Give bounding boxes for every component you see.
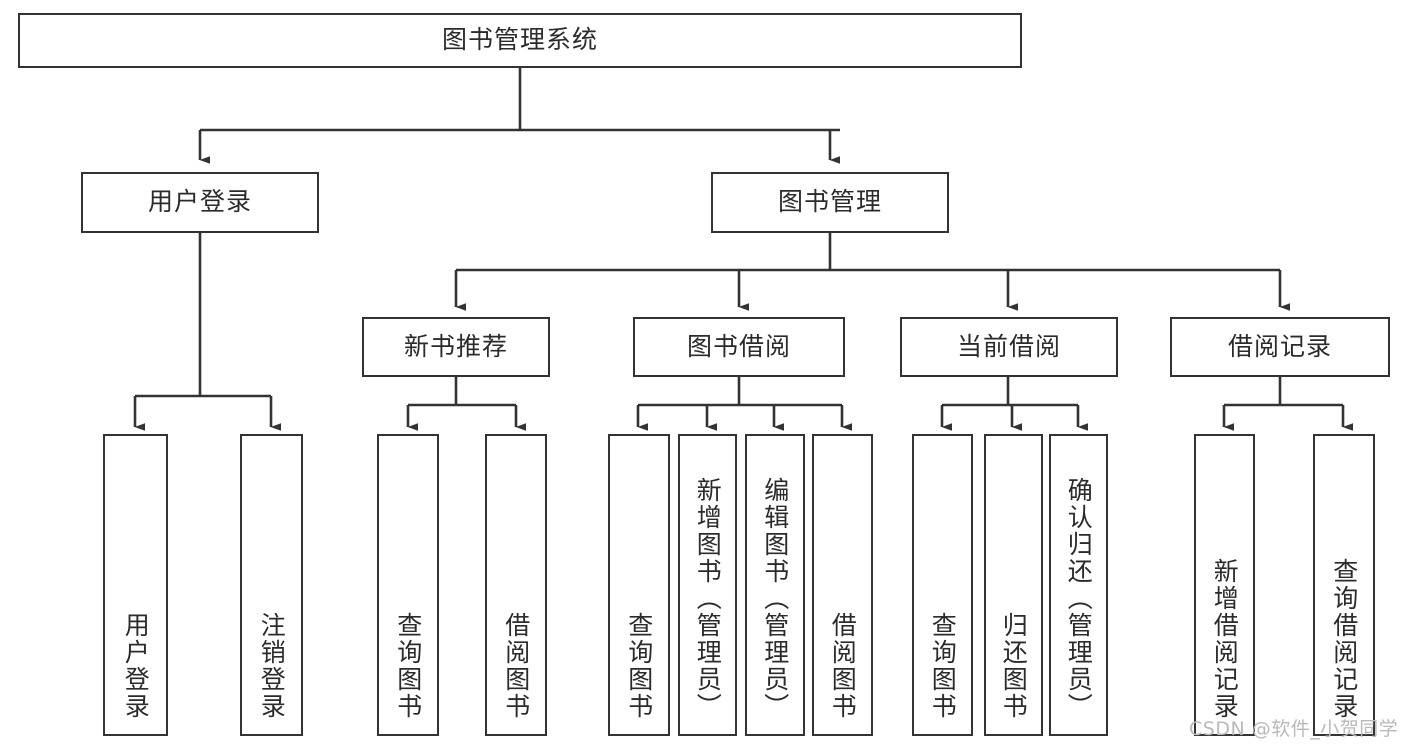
node-label: 图书管理系统 (441, 25, 598, 55)
node-current-borrow[interactable]: 当前借阅 (900, 317, 1118, 377)
node-label: 用户登录 (147, 187, 252, 217)
leaf-logout[interactable]: 注销登录 (240, 434, 303, 736)
node-label: 查询借阅记录 (1329, 558, 1359, 720)
node-label: 归还图书 (999, 612, 1029, 720)
node-label: 借阅图书 (501, 612, 531, 720)
leaf-edit-book-admin[interactable]: 编辑图书（管理员） (745, 434, 805, 736)
node-user-login[interactable]: 用户登录 (81, 172, 319, 233)
csdn-watermark: CSDN @软件_小贺同学 (1189, 718, 1399, 740)
node-label: 注销登录 (257, 612, 287, 720)
node-label: 借阅记录 (1227, 331, 1332, 361)
node-borrow-record[interactable]: 借阅记录 (1170, 317, 1390, 377)
leaf-add-book-admin[interactable]: 新增图书（管理员） (678, 434, 737, 736)
leaf-query-book-borrow[interactable]: 查询图书 (608, 434, 670, 736)
leaf-query-borrow-record[interactable]: 查询借阅记录 (1313, 434, 1375, 736)
node-root-system[interactable]: 图书管理系统 (18, 13, 1022, 68)
leaf-return-book[interactable]: 归还图书 (984, 434, 1043, 736)
leaf-query-book-current[interactable]: 查询图书 (912, 434, 973, 736)
node-book-borrow[interactable]: 图书借阅 (633, 317, 845, 377)
leaf-confirm-return-admin[interactable]: 确认归还（管理员） (1049, 434, 1108, 736)
node-label: 借阅图书 (828, 612, 858, 720)
leaf-user-login[interactable]: 用户登录 (103, 434, 168, 736)
node-label: 新增借阅记录 (1210, 558, 1240, 720)
leaf-borrow-book-borrow[interactable]: 借阅图书 (812, 434, 873, 736)
node-label: 用户登录 (121, 612, 151, 720)
leaf-add-borrow-record[interactable]: 新增借阅记录 (1194, 434, 1255, 736)
node-label: 编辑图书（管理员） (760, 477, 790, 720)
node-label: 确认归还（管理员） (1064, 477, 1094, 720)
node-new-book-recommend[interactable]: 新书推荐 (362, 317, 550, 377)
node-label: 新书推荐 (403, 331, 508, 361)
node-label: 当前借阅 (956, 331, 1061, 361)
leaf-borrow-book-recommend[interactable]: 借阅图书 (485, 434, 547, 736)
leaf-query-book-recommend[interactable]: 查询图书 (377, 434, 439, 736)
node-label: 图书借阅 (686, 331, 791, 361)
node-label: 查询图书 (928, 612, 958, 720)
node-label: 新增图书（管理员） (693, 477, 723, 720)
node-label: 图书管理 (777, 187, 882, 217)
node-label: 查询图书 (393, 612, 423, 720)
node-label: 查询图书 (624, 612, 654, 720)
node-book-management[interactable]: 图书管理 (711, 172, 949, 233)
